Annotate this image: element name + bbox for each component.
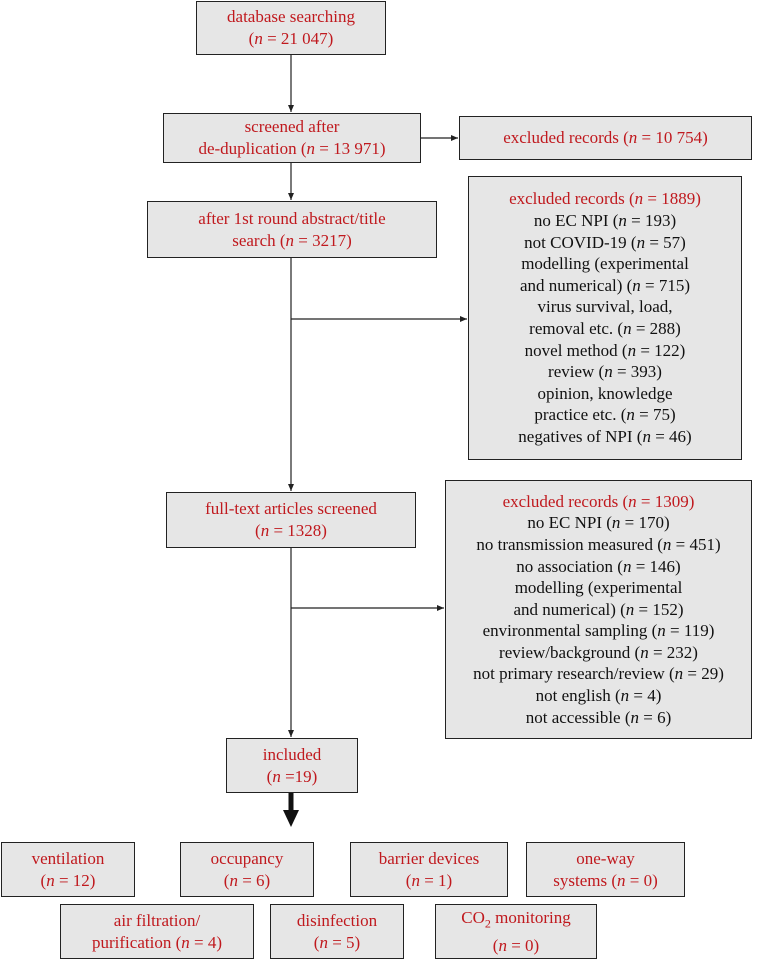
- full-text-label: full-text articles screened: [205, 499, 377, 519]
- category-disinfection: disinfection (n = 5): [270, 904, 404, 959]
- category-count: systems (n = 0): [553, 870, 658, 890]
- category-ventilation: ventilation (n = 12): [1, 842, 135, 897]
- category-count: (n = 0): [492, 935, 540, 955]
- screened-box: screened after de-duplication (n = 13 97…: [163, 113, 421, 163]
- exclusion-reason: environmental sampling (n = 119): [482, 621, 715, 641]
- exclusion-reason: review (n = 393): [548, 362, 662, 382]
- exclusion-reason: not primary research/review (n = 29): [473, 664, 724, 684]
- category-barrier-devices: barrier devices (n = 1): [350, 842, 508, 897]
- category-count: (n = 12): [40, 870, 96, 890]
- first-round-box: after 1st round abstract/title search (n…: [147, 201, 437, 258]
- category-occupancy: occupancy (n = 6): [180, 842, 314, 897]
- excluded-records-title: excluded records (n = 1309): [502, 491, 695, 511]
- exclusion-reason: virus survival, load,: [537, 297, 673, 317]
- first-round-count: search (n = 3217): [232, 230, 352, 250]
- exclusion-reason: novel method (n = 122): [524, 340, 686, 360]
- excluded-records-box-2: excluded records (n = 1889) no EC NPI (n…: [468, 176, 742, 460]
- category-count: purification (n = 4): [92, 932, 222, 952]
- exclusion-reason: modelling (experimental: [514, 578, 683, 598]
- category-co2-monitoring: CO2 monitoring (n = 0): [435, 904, 597, 959]
- exclusion-reason: review/background (n = 232): [499, 642, 698, 662]
- excluded-records-title: excluded records (n = 1889): [509, 189, 701, 209]
- full-text-count: (n = 1328): [255, 521, 327, 540]
- included-count: (n =19): [266, 766, 318, 786]
- excluded-records-count: excluded records (n = 10 754): [503, 128, 708, 148]
- exclusion-reason: no EC NPI (n = 193): [533, 211, 677, 231]
- category-air-filtration: air filtration/ purification (n = 4): [60, 904, 254, 959]
- exclusion-reason: and numerical) (n = 715): [519, 275, 691, 295]
- full-text-box: full-text articles screened (n = 1328): [166, 492, 416, 548]
- category-label: disinfection: [296, 910, 378, 930]
- exclusion-reason: modelling (experimental: [521, 254, 689, 274]
- exclusion-reason: no EC NPI (n = 170): [527, 513, 670, 533]
- category-label: one-way: [576, 848, 635, 868]
- exclusion-reason: no transmission measured (n = 451): [476, 534, 721, 554]
- exclusion-reason: removal etc. (n = 288): [529, 319, 681, 338]
- included-box: included (n =19): [226, 738, 358, 793]
- category-one-way-systems: one-way systems (n = 0): [526, 842, 685, 897]
- exclusion-reason: not COVID-19 (n = 57): [524, 232, 686, 252]
- first-round-label: after 1st round abstract/title: [198, 208, 386, 228]
- category-count: (n = 5): [313, 932, 361, 952]
- exclusion-reason: not accessible (n = 6): [525, 707, 672, 727]
- included-label: included: [262, 744, 322, 764]
- exclusion-reason: no association (n = 146): [516, 556, 681, 576]
- category-count: (n = 1): [405, 870, 453, 890]
- database-searching-box: database searching (n = 21 047): [196, 1, 386, 55]
- database-searching-label: database searching: [227, 7, 355, 27]
- exclusion-reason: negatives of NPI (n = 46): [518, 426, 692, 446]
- screened-count: de-duplication (n = 13 971): [198, 139, 386, 158]
- category-label: CO2 monitoring: [461, 907, 571, 931]
- exclusion-reason: not english (n = 4): [535, 686, 662, 706]
- category-label: barrier devices: [378, 848, 480, 868]
- excluded-records-box-1: excluded records (n = 10 754): [459, 116, 752, 160]
- category-count: (n = 6): [223, 870, 271, 890]
- screened-label: screened after: [244, 117, 340, 137]
- exclusion-reason: practice etc. (n = 75): [534, 405, 676, 425]
- category-label: occupancy: [210, 848, 284, 868]
- category-label: ventilation: [31, 848, 105, 868]
- excluded-records-box-3: excluded records (n = 1309) no EC NPI (n…: [445, 480, 752, 739]
- exclusion-reason: opinion, knowledge: [537, 383, 673, 403]
- arrow-included-to-categories-head: [283, 810, 299, 827]
- category-label: air filtration/: [113, 910, 201, 930]
- exclusion-reason: and numerical) (n = 152): [513, 599, 684, 619]
- database-searching-count: (n = 21 047): [248, 29, 334, 48]
